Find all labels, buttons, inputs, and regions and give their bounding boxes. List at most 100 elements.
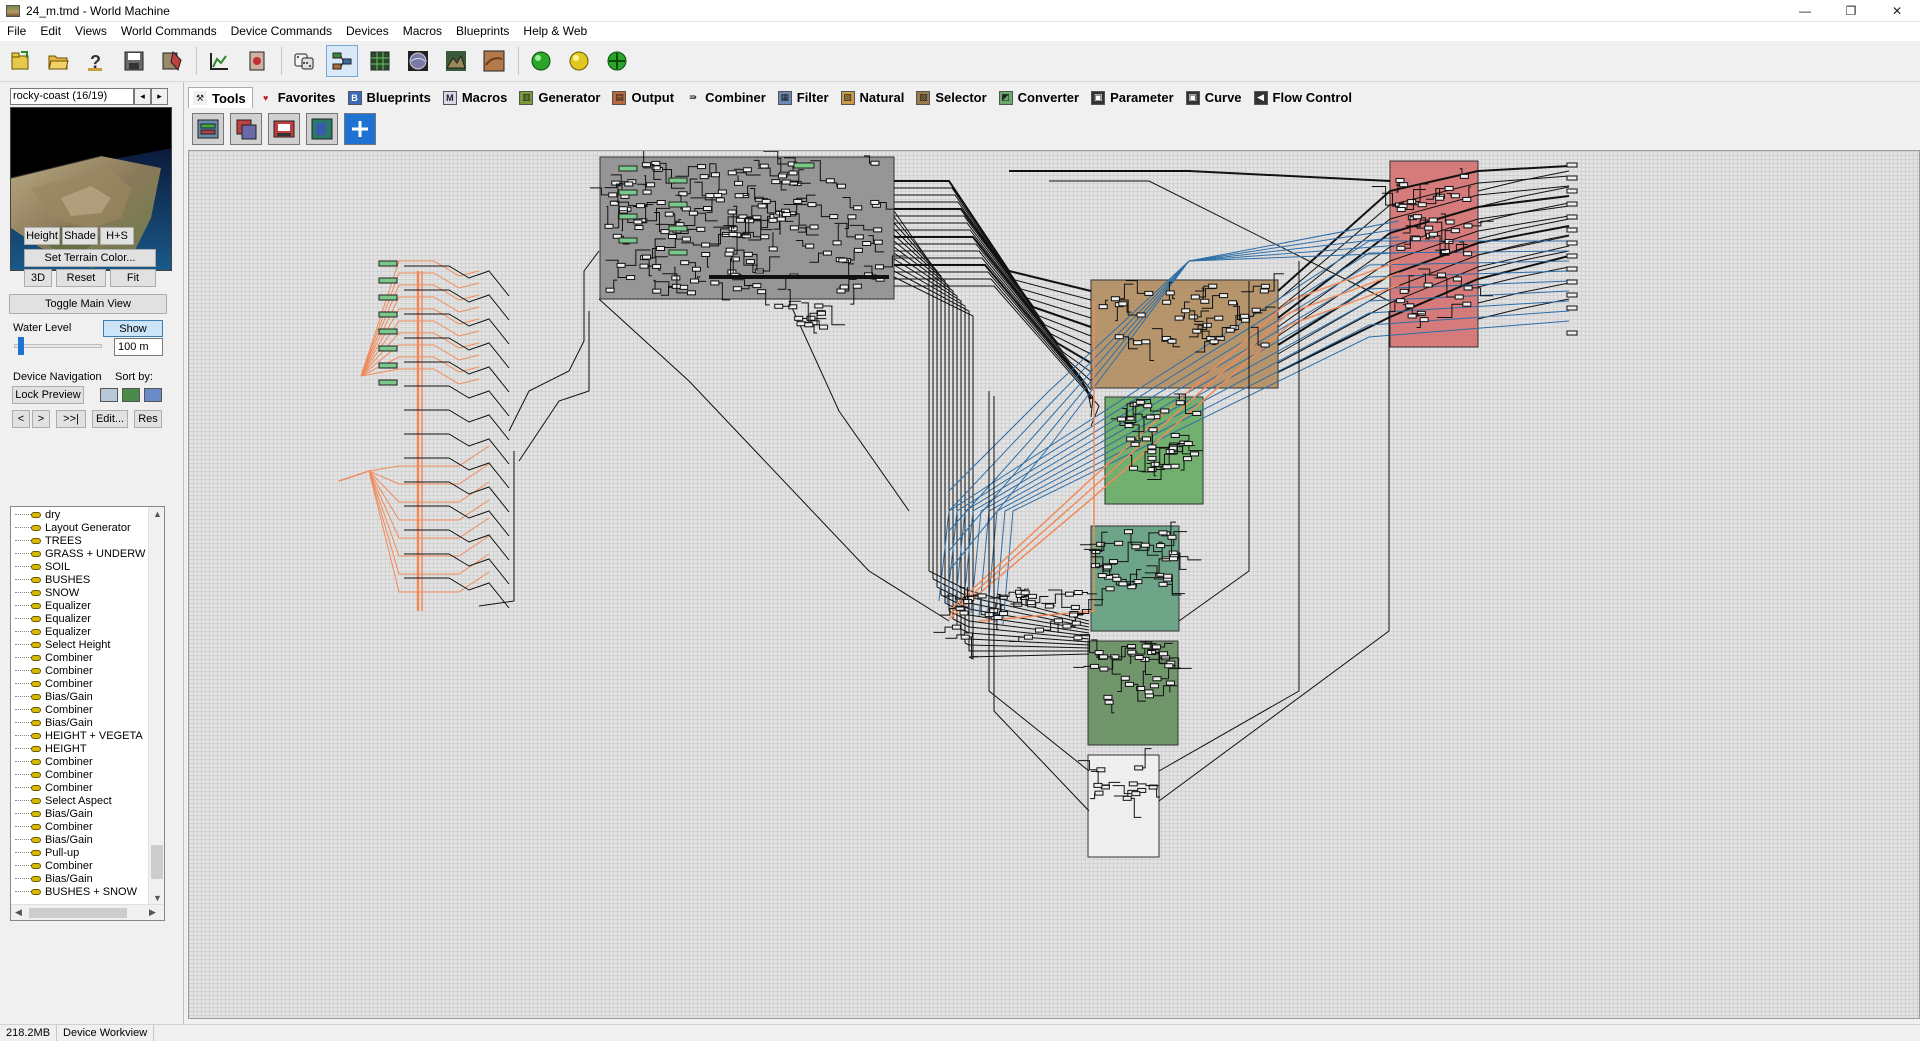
device-node[interactable] <box>1115 541 1123 545</box>
device-node[interactable] <box>1241 314 1249 318</box>
device-node[interactable] <box>1429 232 1437 236</box>
open-file-button[interactable] <box>42 45 74 77</box>
device-node[interactable] <box>1413 215 1421 219</box>
device-node[interactable] <box>1252 308 1260 312</box>
layout-group-button[interactable] <box>230 113 262 145</box>
res-button[interactable]: Res <box>134 410 162 428</box>
device-node[interactable] <box>1145 690 1153 694</box>
device-node[interactable] <box>1464 224 1472 228</box>
device-node[interactable] <box>1000 612 1008 616</box>
device-node[interactable] <box>758 204 766 208</box>
device-node[interactable] <box>839 258 847 262</box>
device-node[interactable] <box>1111 297 1119 301</box>
maximize-button[interactable]: ❐ <box>1828 0 1874 22</box>
device-node[interactable] <box>665 212 673 216</box>
device-node[interactable] <box>733 287 741 291</box>
set-terrain-color-button[interactable]: Set Terrain Color... <box>24 249 156 267</box>
device-node[interactable] <box>605 224 613 228</box>
tree-item[interactable]: Select Aspect <box>11 794 151 807</box>
device-node[interactable] <box>606 288 614 292</box>
device-node[interactable] <box>1117 417 1125 421</box>
tab-converter[interactable]: ◩Converter <box>995 87 1085 108</box>
terrain-preview-image[interactable] <box>10 107 172 271</box>
device-node[interactable] <box>1166 291 1174 295</box>
menu-edit[interactable]: Edit <box>33 22 68 41</box>
device-node[interactable] <box>736 218 744 222</box>
device-node[interactable] <box>1567 331 1577 335</box>
tree-item[interactable]: Equalizer <box>11 612 151 625</box>
device-node[interactable] <box>775 304 783 308</box>
device-node[interactable] <box>647 183 655 187</box>
device-node[interactable] <box>728 210 736 214</box>
device-node[interactable] <box>778 174 786 178</box>
device-node[interactable] <box>1128 650 1136 654</box>
device-node[interactable] <box>702 252 710 256</box>
tree-item[interactable]: Combiner <box>11 664 151 677</box>
tree-item[interactable]: SNOW <box>11 586 151 599</box>
device-node[interactable] <box>1027 601 1035 605</box>
device-node[interactable] <box>1567 215 1577 219</box>
tree-item[interactable]: Select Height <box>11 638 151 651</box>
device-node[interactable] <box>854 206 862 210</box>
close-button[interactable]: ✕ <box>1874 0 1920 22</box>
device-node[interactable] <box>1406 304 1414 308</box>
device-node[interactable] <box>1176 401 1184 405</box>
device-node[interactable] <box>761 235 769 239</box>
device-node[interactable] <box>1121 676 1129 680</box>
device-node[interactable] <box>1151 462 1159 466</box>
menu-views[interactable]: Views <box>68 22 114 41</box>
device-node[interactable] <box>669 178 687 183</box>
device-node[interactable] <box>1157 544 1165 548</box>
device-node[interactable] <box>1123 796 1131 800</box>
device-node[interactable] <box>875 265 883 269</box>
tree-item[interactable]: Combiner <box>11 755 151 768</box>
device-node[interactable] <box>711 281 719 285</box>
device-node[interactable] <box>1437 273 1445 277</box>
device-node[interactable] <box>795 316 803 320</box>
device-node[interactable] <box>643 255 651 259</box>
device-node[interactable] <box>1070 613 1078 617</box>
device-node[interactable] <box>619 207 627 211</box>
device-node[interactable] <box>1567 189 1577 193</box>
device-node[interactable] <box>1132 792 1140 796</box>
tab-generator[interactable]: ▥Generator <box>515 87 606 108</box>
device-node[interactable] <box>1261 284 1269 288</box>
device-node[interactable] <box>691 279 699 283</box>
device-node[interactable] <box>855 235 863 239</box>
device-node[interactable] <box>1567 280 1577 284</box>
device-node[interactable] <box>1054 619 1062 623</box>
device-node[interactable] <box>806 244 814 248</box>
device-node[interactable] <box>703 207 711 211</box>
device-node[interactable] <box>1436 196 1444 200</box>
device-node[interactable] <box>1400 183 1408 187</box>
tab-flow-control[interactable]: ◀Flow Control <box>1250 87 1358 108</box>
device-node[interactable] <box>653 264 661 268</box>
device-node[interactable] <box>1220 294 1228 298</box>
build-preview-button[interactable] <box>563 45 595 77</box>
device-node[interactable] <box>1463 197 1471 201</box>
tree-item[interactable]: HEIGHT <box>11 742 151 755</box>
device-node[interactable] <box>1142 644 1150 648</box>
device-node[interactable] <box>706 194 714 198</box>
device-node[interactable] <box>379 312 397 317</box>
menu-file[interactable]: File <box>0 22 33 41</box>
device-node[interactable] <box>794 163 814 168</box>
device-node[interactable] <box>1072 621 1080 625</box>
device-node[interactable] <box>698 165 706 169</box>
device-node[interactable] <box>1098 574 1106 578</box>
tab-selector[interactable]: ▨Selector <box>912 87 992 108</box>
device-node[interactable] <box>1567 267 1577 271</box>
hs-view-button[interactable]: H+S <box>100 227 134 245</box>
device-node[interactable] <box>994 616 1002 620</box>
tree-item[interactable]: Equalizer <box>11 625 151 638</box>
device-node[interactable] <box>790 226 798 230</box>
save-button[interactable] <box>118 45 150 77</box>
device-settings-button[interactable] <box>241 45 273 77</box>
device-node[interactable] <box>1148 456 1156 460</box>
device-node[interactable] <box>1164 574 1172 578</box>
device-node[interactable] <box>1143 437 1151 441</box>
device-node[interactable] <box>1229 301 1237 305</box>
device-node[interactable] <box>760 164 768 168</box>
device-node[interactable] <box>1455 295 1463 299</box>
tree-item[interactable]: Combiner <box>11 703 151 716</box>
